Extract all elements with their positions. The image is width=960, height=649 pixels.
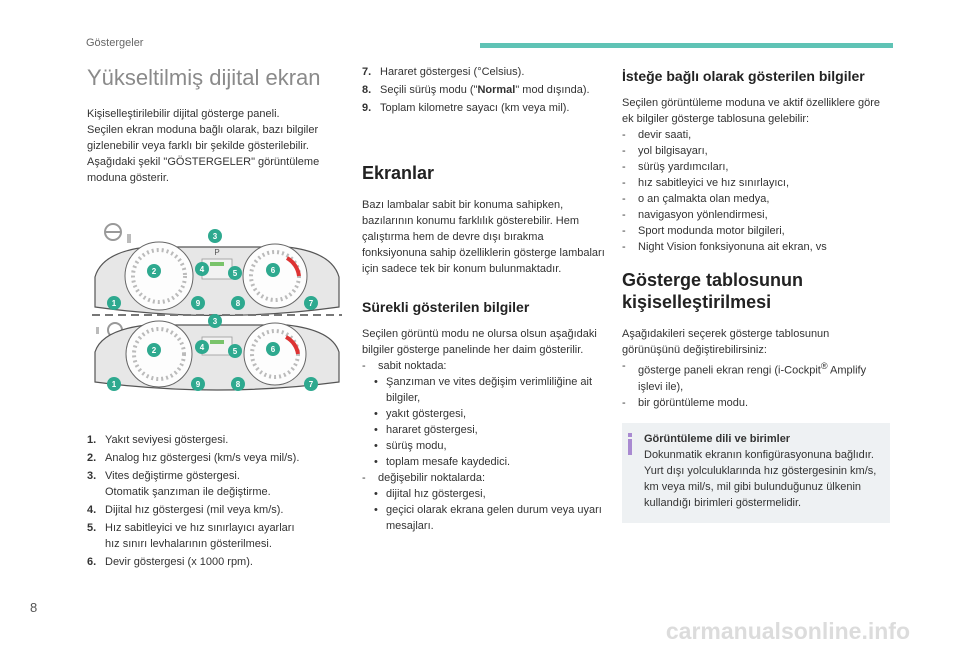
list-item: 9.Toplam kilometre sayacı (km veya mil). — [362, 102, 570, 114]
watermark: carmanualsonline.info — [665, 618, 910, 644]
istege-text: Seçilen görüntüleme moduna ve aktif özel… — [622, 97, 881, 125]
svg-text:1: 1 — [112, 299, 117, 308]
svg-text:3: 3 — [213, 317, 218, 326]
svg-text:7: 7 — [309, 380, 314, 389]
list-item: •sürüş modu, — [374, 440, 447, 452]
list-item: •dijital hız göstergesi, — [374, 488, 486, 500]
intro-line-1: Kişiselleştirilebilir dijital gösterge p… — [87, 108, 280, 120]
list-item: 6.Devir göstergesi (x 1000 rpm). — [87, 556, 253, 568]
list-item: -o an çalmakta olan medya, — [622, 193, 770, 205]
svg-text:7: 7 — [309, 299, 314, 308]
column-1: Yükseltilmiş dijital ekran Kişiselleştir… — [87, 64, 347, 572]
list-item: •Şanzıman ve vites değişim verimliliğine… — [374, 376, 593, 404]
svg-text:9: 9 — [196, 299, 201, 308]
svg-text:2: 2 — [152, 346, 157, 355]
kisisel-text: Aşağıdakileri seçerek gösterge tablosunu… — [622, 328, 830, 356]
list-item: •toplam mesafe kaydedici. — [374, 456, 511, 468]
list-item: -gösterge paneli ekran rengi (i-Cockpit®… — [622, 360, 867, 393]
instrument-panel-illustration: P 3 2 4 — [92, 223, 342, 391]
svg-text:5: 5 — [233, 269, 238, 278]
list-item: •geçici olarak ekrana gelen durum veya u… — [374, 504, 602, 532]
steering-wheel-icon — [104, 223, 131, 243]
list-item: -yol bilgisayarı, — [622, 145, 708, 157]
surekli-text: Seçilen görüntü modu ne olursa olsun aşa… — [362, 328, 597, 356]
list-item: 5.Hız sabitleyici ve hız sınırlayıcı aya… — [87, 522, 295, 550]
section-title-surekli: Sürekli gösterilen bilgiler — [362, 299, 530, 315]
instrument-panel-bottom — [94, 320, 340, 391]
list-item: -hız sabitleyici ve hız sınırlayıcı, — [622, 177, 789, 189]
info-icon — [628, 432, 632, 455]
list-item: -değişebilir noktalarda: — [362, 472, 486, 484]
column-2: 7.Hararet göstergesi (°Celsius). 8.Seçil… — [362, 64, 605, 534]
instrument-panel-figure: P 3 2 4 — [87, 212, 347, 422]
instrument-panel-top: P — [94, 241, 340, 317]
callout-badges-bottom: 3 2 4 5 6 1 9 8 7 — [107, 314, 318, 391]
list-item: 3.Vites değiştirme göstergesi.Otomatik ş… — [87, 470, 271, 498]
svg-text:6: 6 — [271, 345, 276, 354]
list-item: 2.Analog hız göstergesi (km/s veya mil/s… — [87, 452, 300, 464]
page-title: Yükseltilmiş dijital ekran — [87, 65, 321, 90]
svg-text:8: 8 — [236, 380, 241, 389]
list-item: 4.Dijital hız göstergesi (mil veya km/s)… — [87, 504, 284, 516]
ekranlar-text: Bazı lambalar sabit bir konuma sahipken,… — [362, 199, 605, 275]
list-item: -bir görüntüleme modu. — [622, 396, 749, 409]
page-number: 8 — [30, 600, 38, 615]
list-item: -Night Vision fonksiyonuna ait ekran, vs — [622, 241, 827, 253]
section-header: Göstergeler — [86, 37, 144, 49]
svg-text:6: 6 — [271, 266, 276, 275]
callout-badges-top: 3 2 4 5 6 1 9 8 7 — [107, 229, 318, 310]
svg-text:4: 4 — [200, 343, 205, 352]
svg-text:1: 1 — [112, 380, 117, 389]
note-title: Görüntüleme dili ve birimler — [644, 432, 791, 445]
gear-indicator: P — [214, 248, 219, 257]
list-item: 7.Hararet göstergesi (°Celsius). — [362, 66, 525, 78]
list-item: -sabit noktada: — [362, 360, 447, 372]
info-note: Görüntüleme dili ve birimler Dokunmatik … — [622, 422, 890, 523]
section-title-kisisel: Gösterge tablosunun kişiselleştirilmesi — [622, 270, 804, 312]
intro-line-3: Aşağıdaki şekil "GÖSTERGELER" görüntülem… — [87, 156, 320, 184]
list-item: •hararet göstergesi, — [374, 424, 478, 436]
header-accent-bar — [480, 43, 893, 48]
list-item: •yakıt göstergesi, — [374, 408, 467, 420]
note-line-2: Yurt dışı yolculuklarında hız göstergesi… — [644, 464, 877, 509]
list-item: 8.Seçili sürüş modu ("Normal" mod dışınd… — [362, 84, 590, 96]
svg-text:8: 8 — [236, 299, 241, 308]
list-item: -devir saati, — [622, 129, 692, 141]
list-item: 1.Yakıt seviyesi göstergesi. — [87, 434, 229, 446]
svg-text:2: 2 — [152, 267, 157, 276]
list-item: -Sport modunda motor bilgileri, — [622, 225, 785, 237]
list-item: -sürüş yardımcıları, — [622, 161, 729, 173]
section-title-ekranlar: Ekranlar — [362, 163, 435, 183]
svg-text:4: 4 — [200, 265, 205, 274]
section-title-istege: İsteğe bağlı olarak gösterilen bilgiler — [622, 68, 865, 84]
intro-line-2: Seçilen ekran moduna bağlı olarak, bazı … — [87, 124, 319, 152]
svg-text:5: 5 — [233, 347, 238, 356]
note-line-1: Dokunmatik ekranın konfigürasyonuna bağl… — [644, 448, 874, 461]
svg-text:3: 3 — [213, 232, 218, 241]
column-3: İsteğe bağlı olarak gösterilen bilgiler … — [622, 64, 890, 523]
svg-text:9: 9 — [196, 380, 201, 389]
list-item: -navigasyon yönlendirmesi, — [622, 209, 768, 221]
